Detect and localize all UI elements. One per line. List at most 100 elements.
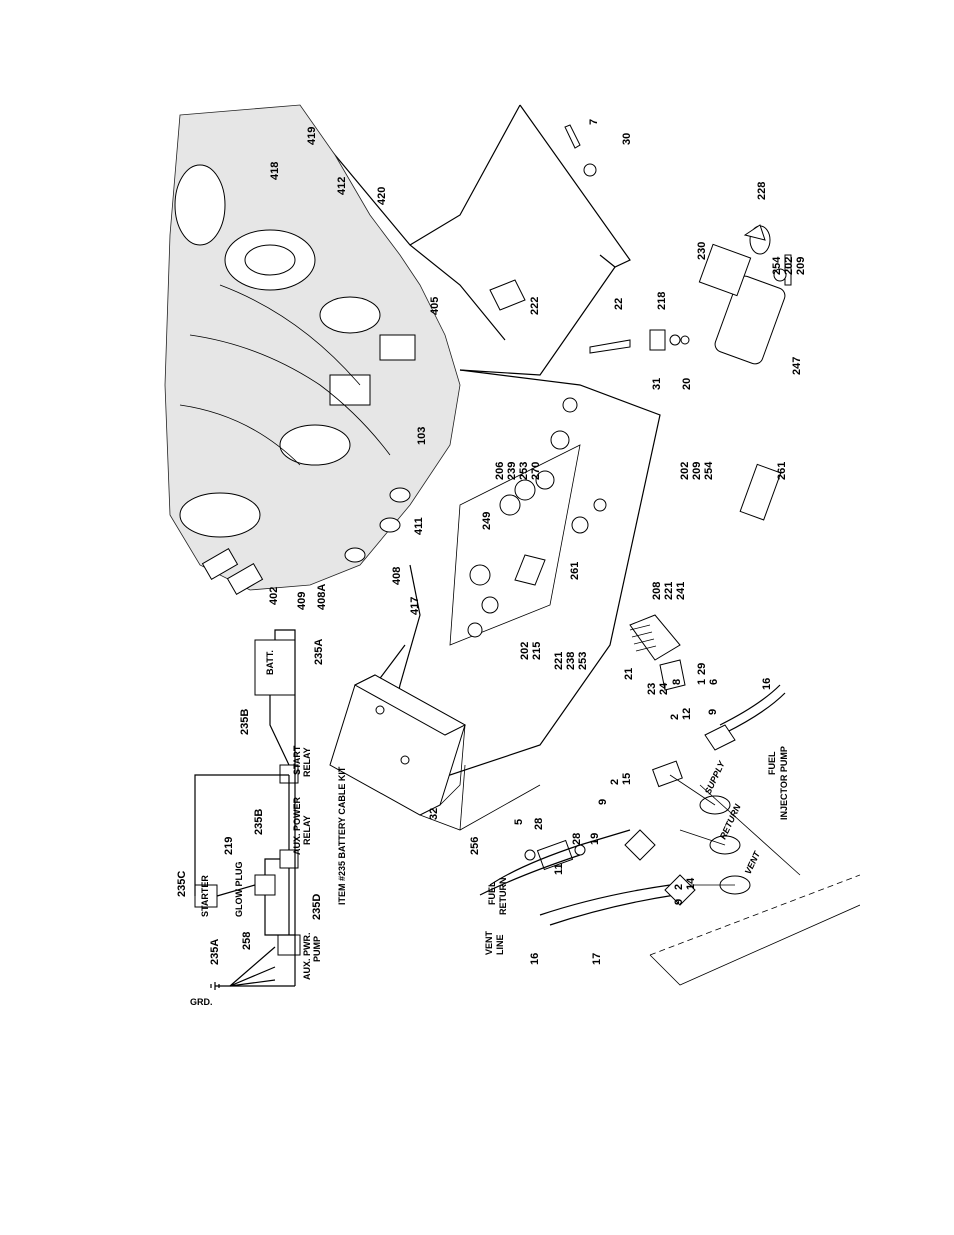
supply-label: SUPPLY xyxy=(703,759,727,796)
callout: 12 xyxy=(681,708,693,720)
callout: 411 xyxy=(413,517,425,535)
callout: 402 xyxy=(268,587,280,605)
callout: 420 xyxy=(376,187,388,205)
callout: 31 xyxy=(651,378,663,390)
fuel-lines xyxy=(479,684,860,986)
callout: 408A xyxy=(316,584,328,610)
callout: 16 xyxy=(529,953,541,965)
glow-plug-label: GLOW PLUG xyxy=(234,862,244,918)
callout: 249 xyxy=(481,512,493,530)
callout: 206 xyxy=(494,462,506,480)
callout: 218 xyxy=(656,292,668,310)
callout: 14 xyxy=(685,877,697,890)
callout: 256 xyxy=(469,837,481,855)
callout: 23 xyxy=(646,683,658,695)
callout: 1 xyxy=(696,679,708,685)
vent-line-label: VENT xyxy=(484,930,494,955)
callout: 247 xyxy=(791,357,803,375)
callout: 15 xyxy=(621,773,633,785)
aux-pwr-pump-label: PUMP xyxy=(312,936,322,962)
callout: 253 xyxy=(518,462,530,480)
batt-label: BATT. xyxy=(265,650,275,675)
callout: 418 xyxy=(269,162,281,180)
callout: 209 xyxy=(691,462,703,480)
aux-pwr-pump-label: AUX. PWR. xyxy=(302,932,312,980)
injector-pump-label: INJECTOR PUMP xyxy=(779,746,789,820)
callout: 6 xyxy=(708,679,720,685)
callout: 2 xyxy=(673,884,685,890)
callout: 9 xyxy=(673,899,685,905)
callout: 230 xyxy=(696,242,708,260)
item-258: 258 xyxy=(241,932,253,950)
callout: 9 xyxy=(597,799,609,805)
engine-frame xyxy=(164,104,631,595)
callout: 19 xyxy=(589,833,601,845)
mounting-plate xyxy=(344,369,782,786)
cable-235b: 235B xyxy=(253,809,265,835)
aux-fuel-pump xyxy=(698,224,792,365)
callout: 7 xyxy=(588,119,600,125)
item-219: 219 xyxy=(223,837,235,855)
callout: 202 xyxy=(519,642,531,660)
callout: 28 xyxy=(571,833,583,845)
callout: 103 xyxy=(416,427,428,445)
cable-235c: 235C xyxy=(176,871,188,897)
callout: 202 xyxy=(783,257,795,275)
callout: 221 xyxy=(663,582,675,600)
wiring-schematic: BATT. xyxy=(194,629,301,990)
callout: 11 xyxy=(553,863,565,875)
callout: 29 xyxy=(696,663,708,675)
callout: 2 xyxy=(609,779,621,785)
callout: 222 xyxy=(529,297,541,315)
callout: 254 xyxy=(703,461,715,480)
callout: 209 xyxy=(795,257,807,275)
callout: 419 xyxy=(306,127,318,145)
callout: 238 xyxy=(565,652,577,670)
callout: 254 xyxy=(771,256,783,275)
callout: 253 xyxy=(577,652,589,670)
callout: 28 xyxy=(533,818,545,830)
grd-label: GRD. xyxy=(190,997,213,1007)
callout: 5 xyxy=(513,819,525,825)
callouts: 7 30 228 230 254 202 209 247 22 218 31 2… xyxy=(268,119,807,965)
callout: 215 xyxy=(531,642,543,660)
start-relay-label: START xyxy=(292,745,302,775)
aux-power-relay-label: AUX. POWER xyxy=(292,796,302,855)
callout: 221 xyxy=(553,652,565,670)
callout: 24 xyxy=(658,682,670,695)
callout: 20 xyxy=(681,378,693,390)
callout: 32 xyxy=(428,808,440,820)
start-relay-label: RELAY xyxy=(302,747,312,777)
callout: 241 xyxy=(675,582,687,600)
callout: 409 xyxy=(296,592,308,610)
callout: 412 xyxy=(336,177,348,195)
callout: 405 xyxy=(429,297,441,315)
schematic-labels: 235C 235A 235B 235B 235D 235A 219 258 ST… xyxy=(176,639,347,1007)
fuel-return-label: FUEL xyxy=(487,881,497,905)
callout: 16 xyxy=(761,678,773,690)
vent-label: VENT xyxy=(743,849,763,876)
battery-box xyxy=(329,674,541,831)
callout: 9 xyxy=(707,709,719,715)
callout: 239 xyxy=(506,462,518,480)
kit-title: ITEM #235 BATTERY CABLE KIT xyxy=(337,766,347,905)
callout: 270 xyxy=(530,462,542,480)
callout: 228 xyxy=(756,182,768,200)
callout: 261 xyxy=(569,562,581,580)
callout: 8 xyxy=(671,679,683,685)
callout: 208 xyxy=(651,582,663,600)
callout: 417 xyxy=(409,597,421,615)
callout: 17 xyxy=(591,953,603,965)
callout: 30 xyxy=(621,133,633,145)
vent-line-label: LINE xyxy=(495,934,505,955)
callout: 21 xyxy=(623,668,635,680)
aux-power-relay-label: RELAY xyxy=(302,815,312,845)
cable-235b: 235B xyxy=(239,709,251,735)
starter-label: STARTER xyxy=(200,875,210,917)
callout: 408 xyxy=(391,567,403,585)
callout: 22 xyxy=(613,298,625,310)
injector-pump-label: FUEL xyxy=(767,751,777,775)
fuel-return-label: RETURN xyxy=(498,878,508,916)
callout: 202 xyxy=(679,462,691,480)
